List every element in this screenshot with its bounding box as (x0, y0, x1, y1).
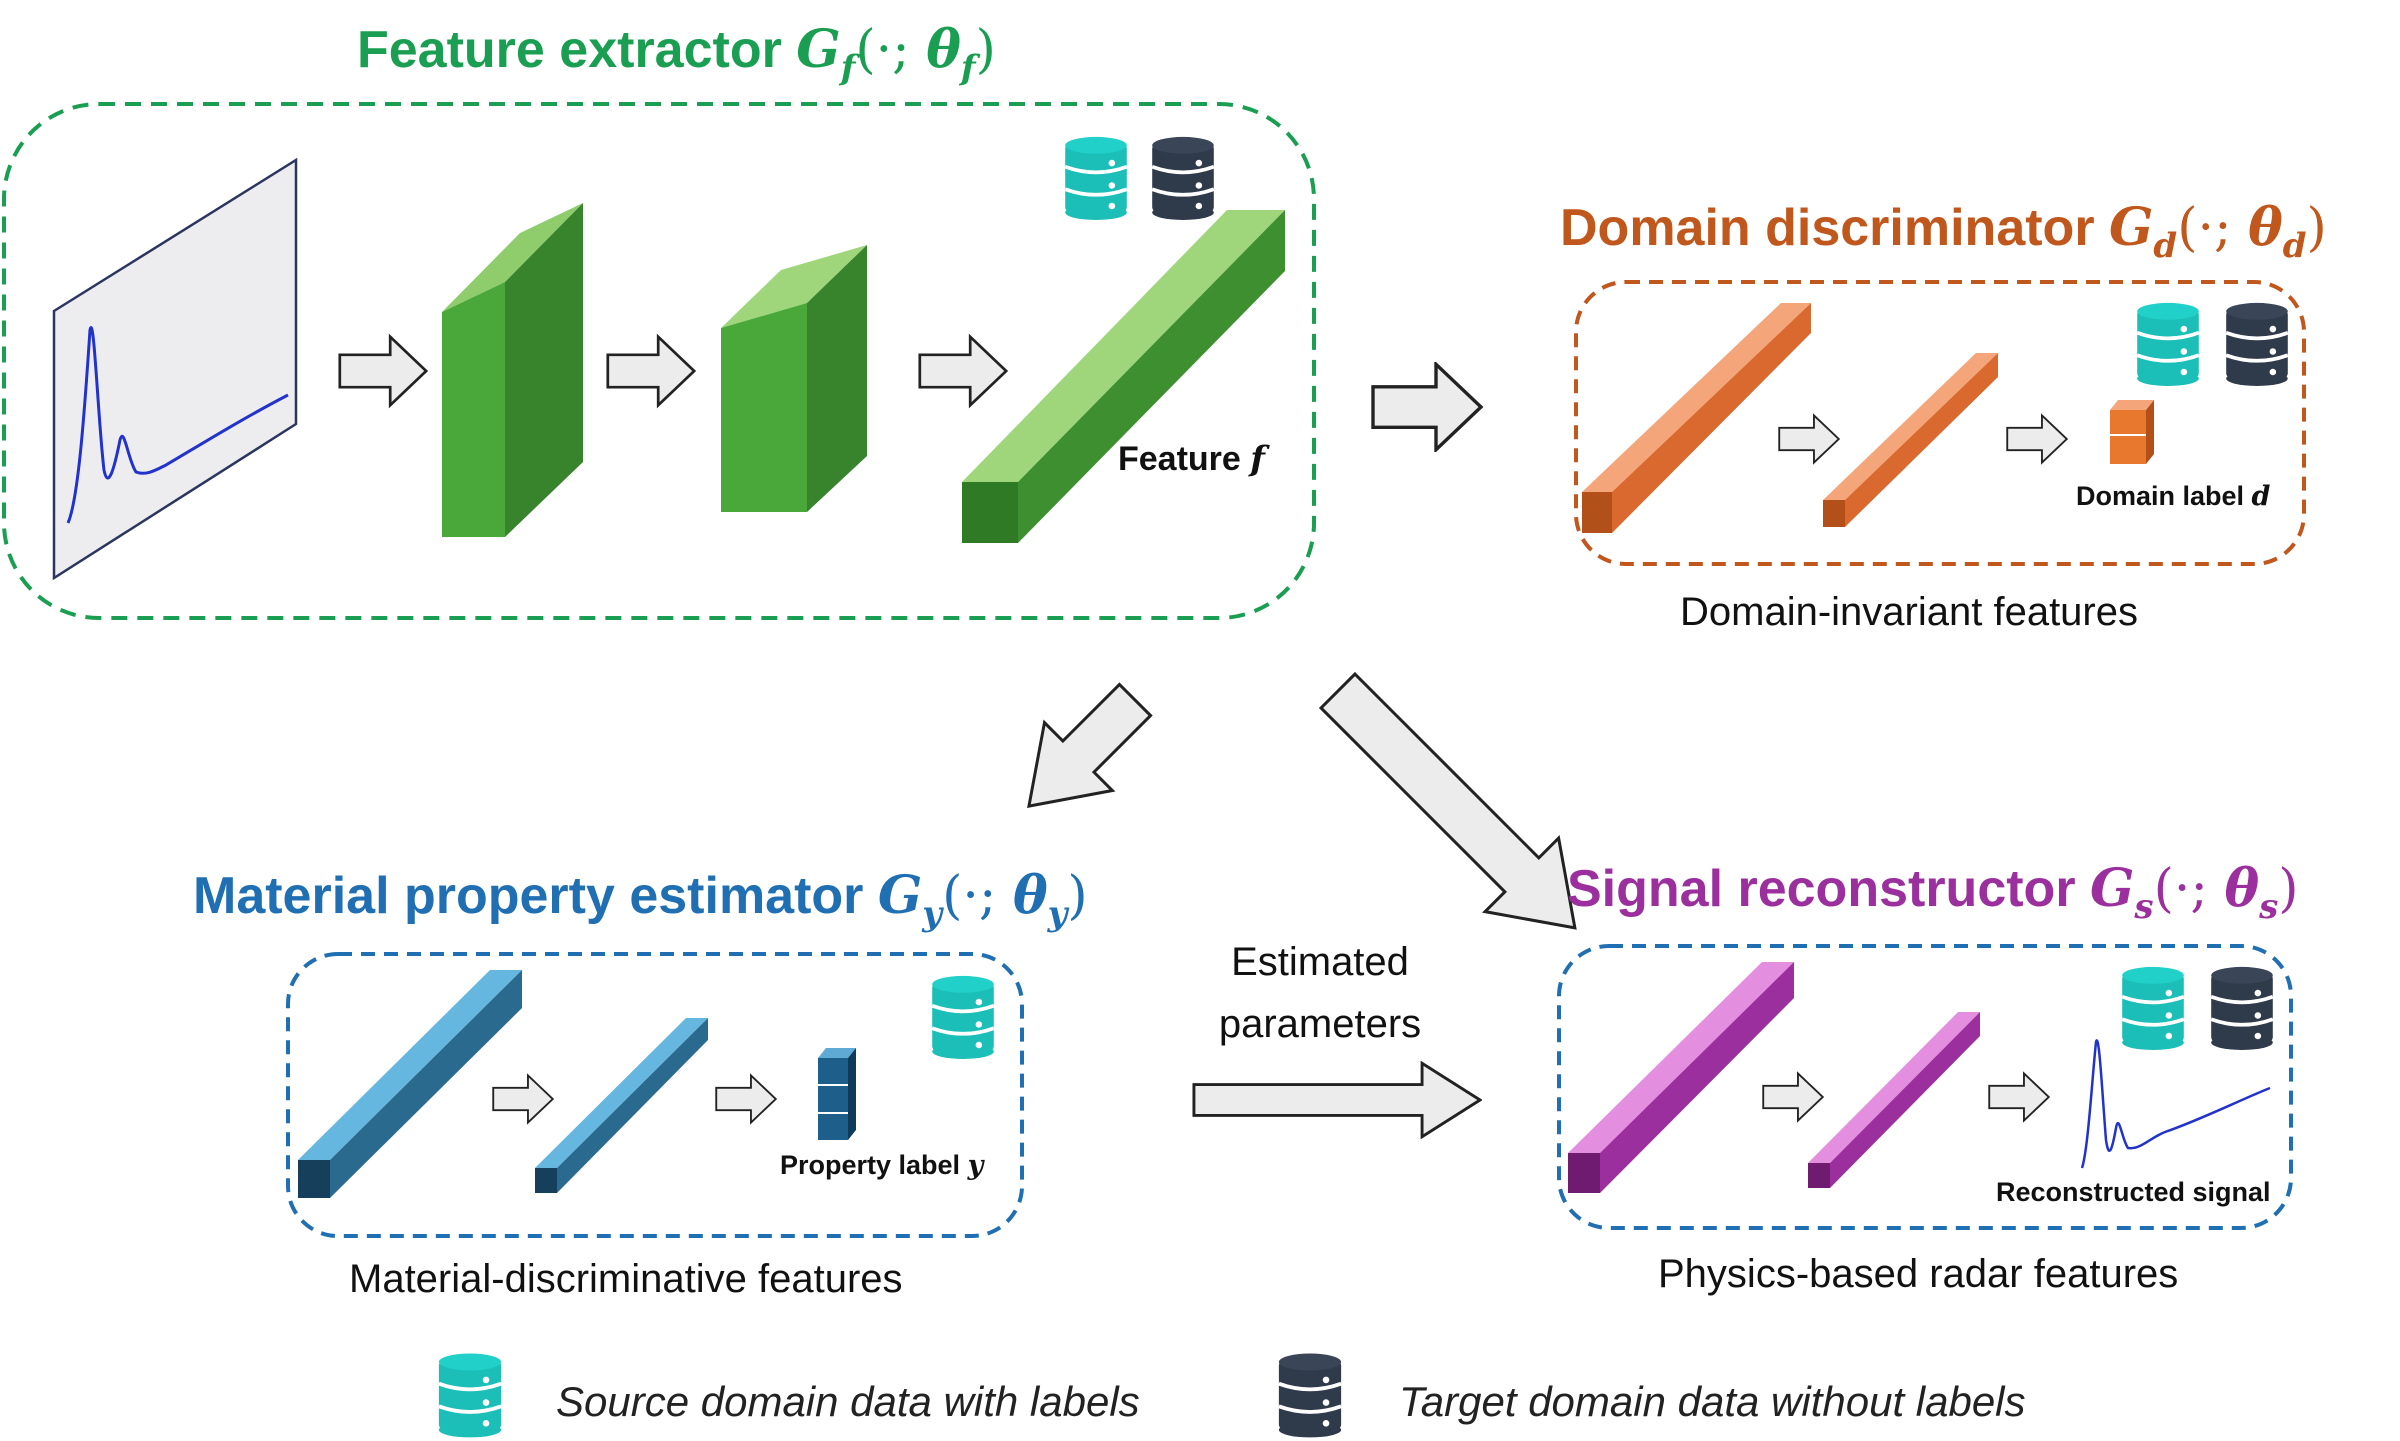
feature-vector (962, 210, 1285, 543)
conv-block-2 (721, 245, 867, 512)
arrow-right-icon (1762, 1072, 1824, 1122)
material-property-estimator-box (286, 952, 1024, 1238)
source-database-icon (437, 1352, 503, 1438)
reconstructor-layer-2 (1808, 1012, 1980, 1188)
estimated-parameters-line2: parameters (1219, 1002, 1421, 1046)
domain-discriminator-title: Domain discriminator Gd(·; θd) (1560, 197, 2327, 266)
arrow-right-icon (1988, 1072, 2050, 1122)
source-database-icon (930, 975, 996, 1059)
input-signal-panel (52, 157, 298, 581)
feature-extractor-box (2, 102, 1316, 620)
legend-source-text: Source domain data with labels (556, 1378, 1140, 1425)
target-database-icon (1277, 1352, 1343, 1438)
material-property-estimator-title: Material property estimator Gy(·; θy) (193, 865, 1088, 934)
target-database-icon (1150, 136, 1216, 220)
arrow-right-icon (918, 335, 1008, 407)
reconstructed-signal-label: Reconstructed signal (1996, 1177, 2271, 1207)
feature-extractor-title: Feature extractor Gf(·; θf) (357, 19, 996, 88)
estimator-layer-2 (535, 1018, 708, 1193)
reconstructor-layer-1 (1568, 962, 1794, 1193)
property-label-text: Property label y (780, 1150, 986, 1181)
domain-label-text: Domain label d (2076, 481, 2271, 512)
source-database-icon (2120, 966, 2186, 1050)
source-database-icon (1063, 136, 1129, 220)
signal-reconstructor-title: Signal reconstructor Gs(·; θs) (1567, 858, 2299, 927)
conv-block-1 (442, 203, 583, 537)
target-database-icon (2224, 302, 2290, 386)
estimated-parameters-line1: Estimated (1231, 940, 1409, 984)
source-database-icon (2135, 302, 2201, 386)
arrow-right-icon (338, 335, 428, 407)
property-label-cubes (818, 1048, 856, 1140)
estimator-layer-1 (298, 970, 522, 1198)
arrow-right-icon (1373, 364, 1481, 450)
arrow-right-icon (606, 335, 696, 407)
arrow-right-icon (1192, 1061, 1482, 1139)
discriminator-layer-1 (1582, 303, 1811, 533)
domain-discriminator-caption: Domain-invariant features (1680, 590, 2138, 634)
legend: Source domain data with labels Target do… (437, 1352, 2026, 1438)
legend-target-text: Target domain data without labels (1399, 1378, 2026, 1425)
arrow-right-icon (1778, 414, 1840, 464)
discriminator-layer-2 (1823, 353, 1998, 527)
feature-label: Feature f (1118, 439, 1270, 479)
arrow-right-icon (715, 1074, 777, 1124)
arrow-down-right-icon (1318, 671, 1577, 930)
reconstructed-signal-curve (2080, 1039, 2271, 1169)
arrow-down-left-icon (1027, 682, 1153, 808)
domain-label-cubes (2110, 400, 2154, 464)
arrow-right-icon (492, 1074, 554, 1124)
signal-reconstructor-caption: Physics-based radar features (1658, 1252, 2178, 1296)
material-property-estimator-caption: Material-discriminative features (349, 1257, 903, 1301)
arrow-right-icon (2006, 414, 2068, 464)
signal-reconstructor-box (1557, 944, 2293, 1230)
target-database-icon (2209, 966, 2275, 1050)
